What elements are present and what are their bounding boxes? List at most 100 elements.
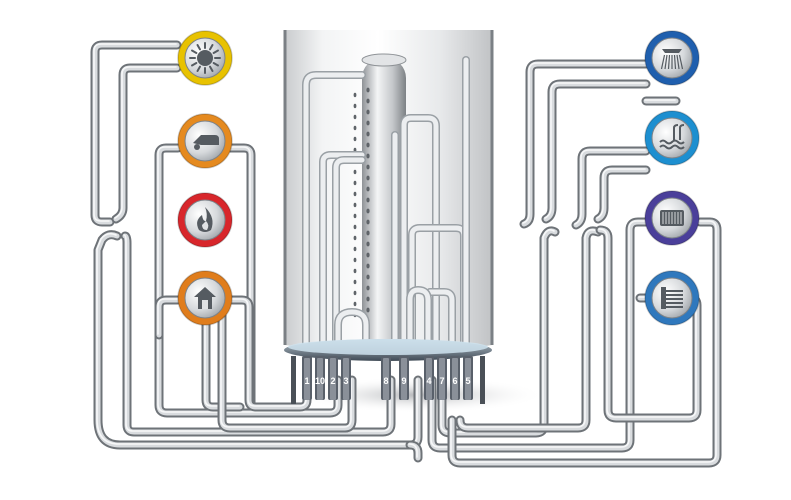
pool-icon (659, 124, 685, 150)
pipe-segment (154, 143, 343, 418)
radiator-icon (660, 210, 684, 226)
house-heat-icon (194, 287, 216, 309)
connection-stub (341, 356, 351, 400)
core-hole (366, 87, 370, 93)
core-hole (353, 114, 357, 120)
core-hole (353, 268, 357, 274)
core-hole (366, 285, 370, 291)
connection-label-7: 7 (439, 376, 444, 386)
consumer-shower-icon (644, 30, 700, 86)
connection-label-9: 9 (401, 376, 406, 386)
pipe-segment (90, 40, 182, 227)
connection-stub (381, 356, 391, 400)
pipe-segment (447, 217, 722, 468)
connection-stub (463, 356, 473, 400)
core-hole (366, 153, 370, 159)
internal-pipe (302, 71, 366, 349)
core-hole (353, 301, 357, 307)
core-hole (366, 142, 370, 148)
core-hole (353, 180, 357, 186)
connection-label-3: 3 (343, 376, 348, 386)
connection-stub (328, 356, 338, 400)
connection-label-6: 6 (452, 376, 457, 386)
connection-label-5: 5 (465, 376, 470, 386)
connection-label-2: 2 (330, 376, 335, 386)
connection-label-10: 10 (315, 376, 325, 386)
storage-tank (283, 30, 494, 404)
core-hole (353, 92, 357, 98)
core-hole (353, 290, 357, 296)
connection-stub (315, 356, 325, 400)
consumer-floor-heating-icon (644, 270, 700, 326)
core-hole (366, 241, 370, 247)
core-hole (353, 202, 357, 208)
pipe-segment (641, 96, 681, 106)
core-hole (353, 169, 357, 175)
pipe-segment (227, 295, 312, 412)
flame-icon (197, 207, 213, 232)
core-hole (366, 186, 370, 192)
core-hole (366, 120, 370, 126)
consumer-radiator-icon (644, 190, 700, 246)
core-hole (353, 279, 357, 285)
source-house-heat-icon (177, 270, 233, 326)
connection-stub (399, 356, 409, 400)
pipe-segment (427, 217, 655, 453)
connection-label-8: 8 (383, 376, 388, 386)
core-hole (366, 197, 370, 203)
core-hole (366, 274, 370, 280)
pipe-segment (593, 165, 651, 224)
core-hole (353, 224, 357, 230)
core-hole (366, 175, 370, 181)
consumer-pool-icon (644, 110, 700, 166)
core-hole (353, 257, 357, 263)
core-hole (366, 109, 370, 115)
core-hole (366, 296, 370, 302)
core-hole (353, 125, 357, 131)
pipe-segment (541, 79, 651, 224)
pipe-segment (571, 146, 651, 230)
core-hole (366, 208, 370, 214)
shower-icon (660, 49, 684, 70)
pipe-network (90, 40, 722, 468)
internal-pipe (332, 156, 366, 349)
connection-label-4: 4 (426, 376, 431, 386)
connection-stub (302, 356, 312, 400)
internal-pipe (400, 114, 440, 349)
core-hole (366, 252, 370, 258)
source-heat-pump-icon (177, 113, 233, 169)
connection-label-1: 1 (304, 376, 309, 386)
floor-heating-icon (661, 287, 683, 309)
source-sun-icon (177, 30, 233, 86)
pipe-segment (405, 440, 423, 463)
core-hole (353, 246, 357, 252)
internal-pipe (319, 151, 366, 349)
connection-stub (437, 356, 447, 400)
core-hole (353, 191, 357, 197)
pipe-segment (154, 295, 183, 340)
core-hole (366, 307, 370, 313)
core-hole (353, 136, 357, 142)
sun-icon (189, 42, 221, 74)
core-hole (366, 230, 370, 236)
core-hole (366, 131, 370, 137)
core-hole (353, 213, 357, 219)
core-hole (366, 164, 370, 170)
internal-pipe (334, 308, 370, 349)
core-hole (366, 98, 370, 104)
core-hole (366, 219, 370, 225)
pipe-segment (111, 63, 182, 224)
connection-stub (424, 356, 434, 400)
connection-stub (450, 356, 460, 400)
heat-pump-icon (193, 135, 219, 150)
core-hole (353, 103, 357, 109)
pipe-segment (225, 143, 256, 410)
water-level (288, 339, 488, 355)
source-flame-icon (177, 192, 233, 248)
pipe-segment (519, 59, 651, 229)
internal-pipe (426, 288, 456, 349)
core-hole (366, 263, 370, 269)
pipe-segment (120, 231, 396, 437)
pipe-segment (201, 313, 245, 412)
